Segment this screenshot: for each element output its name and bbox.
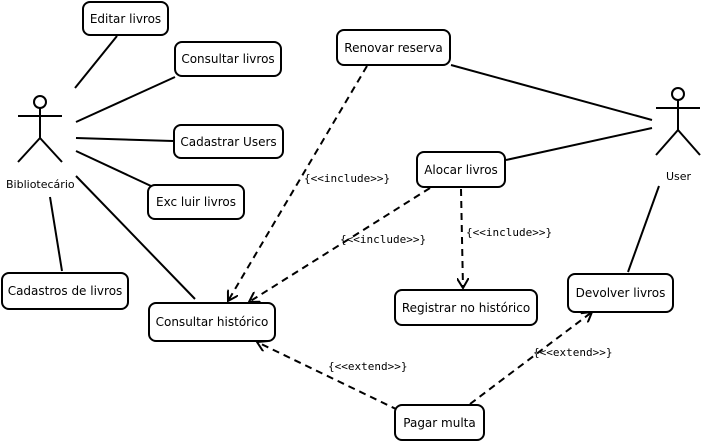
include-alocar-registrar [461,188,463,288]
use-case-consultar-historico[interactable]: Consultar histórico [148,302,276,342]
use-case-excluir-livros[interactable]: Exc luir livros [147,184,245,220]
assoc-bibliotecario-cadastrar-users [75,137,174,142]
assoc-user-alocar [505,127,653,161]
use-case-pagar-multa[interactable]: Pagar multa [394,404,485,441]
use-case-consultar-livros[interactable]: Consultar livros [174,41,282,77]
use-case-renovar-reserva[interactable]: Renovar reserva [336,29,451,66]
include-label-alocar-consultar: {<<include>>} [340,233,427,246]
include-renovar-consultar-historico [228,65,368,301]
extend-label-devolver: {<<extend>>} [533,346,613,359]
extend-label-consultar: {<<extend>>} [328,360,408,373]
use-case-cadastrar-users[interactable]: Cadastrar Users [173,124,284,159]
extend-pagar-consultar-historico [257,342,399,411]
assoc-bibliotecario-editar [74,35,118,89]
user-actor-figure [655,87,701,156]
assoc-bibliotecario-consultar-livros [75,76,176,123]
bibliotecario-actor-label: Bibliotecário [6,178,75,191]
assoc-bibliotecario-consultar-historico [75,175,196,300]
assoc-bibliotecario-cadastros [49,196,63,272]
assoc-user-devolver [627,185,660,273]
use-case-cadastros-de-livros[interactable]: Cadastros de livros [1,272,129,310]
use-case-registrar-historico[interactable]: Registrar no histórico [394,289,538,326]
bibliotecario-actor-figure [17,95,63,163]
use-case-alocar-livros[interactable]: Alocar livros [416,151,506,188]
extend-pagar-devolver [469,312,592,405]
include-label-alocar-registrar: {<<include>>} [466,226,553,239]
use-case-devolver-livros[interactable]: Devolver livros [567,273,674,313]
assoc-bibliotecario-excluir [75,150,152,187]
include-label-renovar: {<<include>>} [304,172,391,185]
user-actor-label: User [666,170,692,183]
use-case-editar-livros[interactable]: Editar livros [82,1,169,36]
assoc-user-renovar [450,64,653,121]
